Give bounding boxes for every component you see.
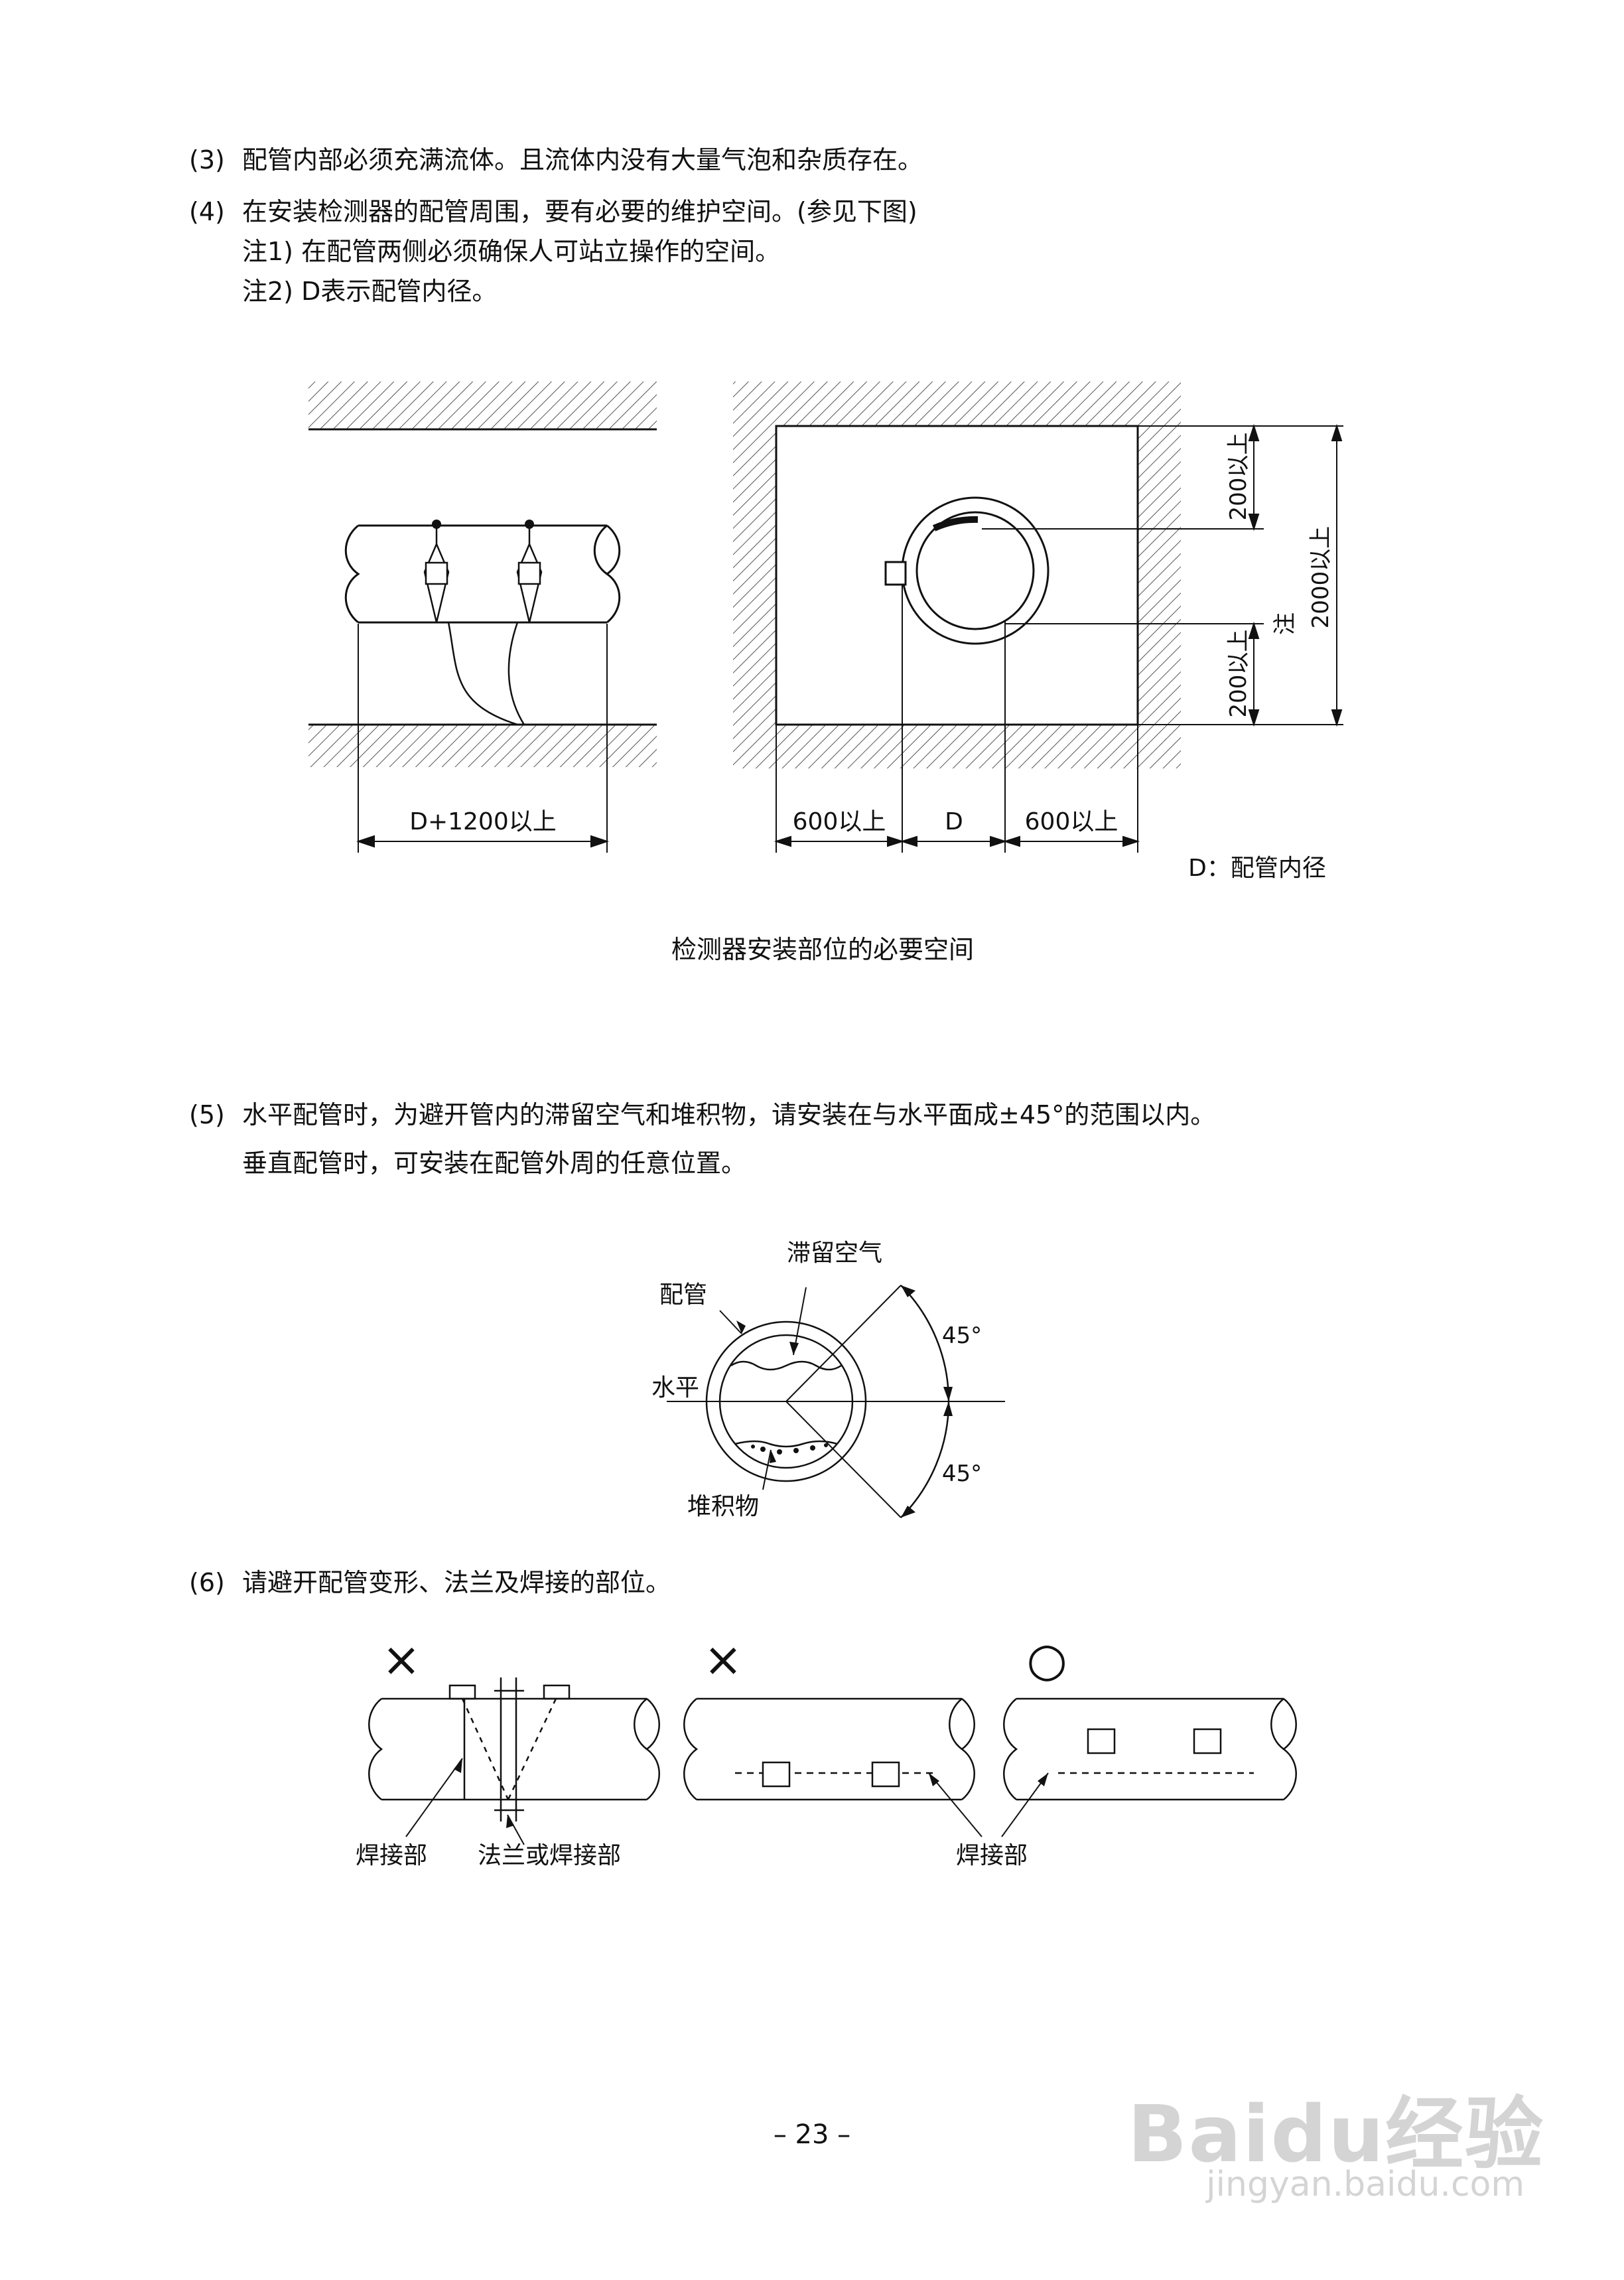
dim-2000: 2000以上 — [1308, 526, 1334, 629]
deposit-line — [734, 1440, 838, 1448]
dim-200-bottom: 200以上 — [1225, 630, 1252, 718]
pipe-weld-bad — [683, 1697, 975, 1801]
right-dimensions — [774, 423, 1343, 853]
arc-45-bottom — [900, 1401, 950, 1518]
label-pipe: 配管 — [659, 1281, 707, 1309]
item-5-line2: 垂直配管时，可安装在配管外周的任意位置。 — [242, 1149, 747, 1178]
sensor-top — [932, 516, 979, 532]
item-number: (3) — [189, 145, 225, 175]
wall-hatch — [733, 382, 1181, 768]
dim-d: D — [945, 808, 963, 835]
mark-bad-1: × — [382, 1632, 421, 1687]
note-1: 注1) 在配管两侧必须确保人可站立操作的空间。 — [242, 237, 781, 266]
figure-caption: 检测器安装部位的必要空间 — [671, 935, 974, 964]
sensor-pair — [423, 526, 543, 726]
dim-200-top: 200以上 — [1225, 433, 1252, 521]
label-weld: 焊接部 — [356, 1842, 427, 1869]
note-mark: 注 — [1272, 612, 1298, 635]
arc-45-top — [900, 1285, 950, 1402]
room-outline — [775, 425, 1139, 726]
sensor-dot — [432, 520, 441, 529]
mark-ok: ○ — [1026, 1632, 1067, 1687]
item-number: (4) — [189, 197, 225, 226]
dim-600-left: 600以上 — [793, 808, 886, 835]
item-text: 在安装检测器的配管周围，要有必要的维护空间。(参见下图) — [242, 197, 917, 226]
ray-up-45 — [785, 1285, 902, 1402]
ceiling-hatch — [308, 382, 657, 429]
pipe-weld-ok — [1003, 1697, 1297, 1801]
item-number: (6) — [189, 1568, 225, 1597]
floor-hatch — [308, 725, 657, 767]
label-angle-top: 45° — [942, 1322, 982, 1349]
label-weld-2: 焊接部 — [956, 1842, 1028, 1869]
figure-installation-space: D+1200以上 600以上 D 600以上 — [308, 382, 1343, 964]
figure-mounting-angle: 配管 滞留空气 水平 堆积物 45° 45° — [651, 1240, 1005, 1520]
figure-avoid-welds: × × ○ — [356, 1632, 1297, 1869]
watermark-logo: Baidu经验 — [1127, 2088, 1544, 2180]
ray-down-45 — [785, 1401, 902, 1518]
item-number: (5) — [189, 1100, 225, 1129]
item-text: 水平配管时，为避开管内的滞留空气和堆积物，请安装在与水平面成±45°的范围以内。 — [242, 1100, 1216, 1129]
label-angle-bottom: 45° — [942, 1461, 982, 1487]
pipe-flange — [368, 1677, 660, 1821]
label-deposit: 堆积物 — [687, 1493, 759, 1520]
label-air: 滞留空气 — [787, 1240, 882, 1267]
dim-600-right: 600以上 — [1025, 808, 1118, 835]
mark-bad-2: × — [704, 1632, 743, 1687]
item-text: 配管内部必须充满流体。且流体内没有大量气泡和杂质存在。 — [242, 145, 923, 175]
pipe-side-view — [344, 524, 621, 624]
dim-label-left: D+1200以上 — [409, 808, 557, 835]
watermark-url: jingyan.baidu.com — [1206, 2165, 1524, 2204]
item-text: 请避开配管变形、法兰及焊接的部位。 — [242, 1568, 671, 1597]
note-2: 注2) D表示配管内径。 — [242, 277, 498, 306]
dim-d-plus-1200 — [356, 624, 610, 853]
sensor-dot — [525, 520, 534, 529]
legend-d: D：配管内径 — [1188, 855, 1326, 882]
air-line — [730, 1360, 842, 1371]
page-number: – 23 – — [773, 2119, 851, 2150]
pipe-cross-section — [884, 496, 1049, 645]
label-flange-or-weld: 法兰或焊接部 — [478, 1842, 621, 1869]
label-horizontal: 水平 — [651, 1374, 699, 1401]
